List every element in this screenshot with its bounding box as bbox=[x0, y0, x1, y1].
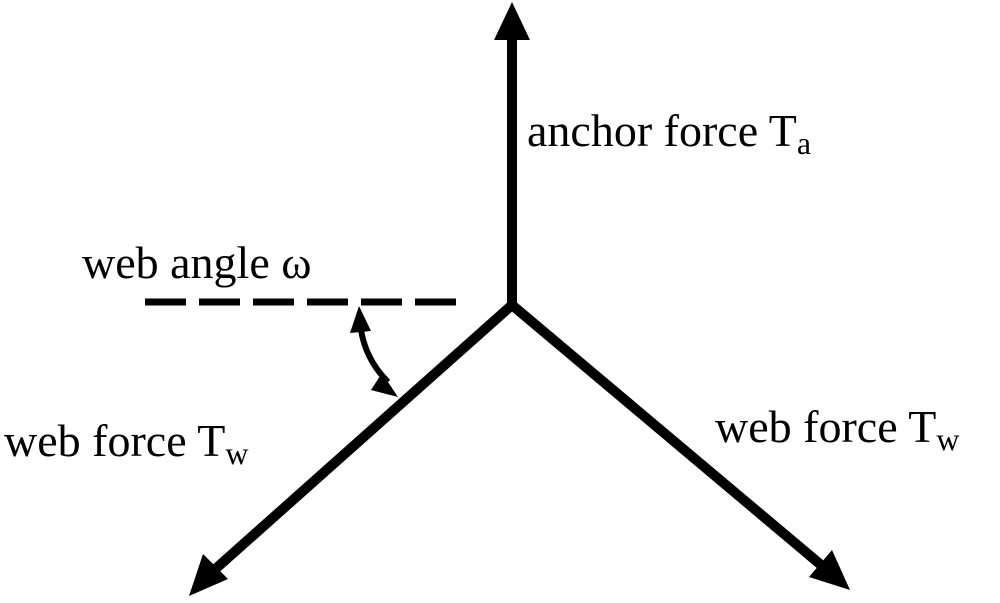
anchor-force-arrowhead bbox=[494, 2, 530, 40]
web-angle-arc-top-arrowhead bbox=[350, 306, 371, 333]
web-force-left-arrowhead bbox=[189, 554, 228, 596]
web-angle-arc bbox=[358, 329, 391, 385]
web-force-right-label: web force Tw bbox=[715, 401, 960, 457]
web-force-right-arrowhead bbox=[809, 550, 850, 590]
web-force-right-arrow-shaft bbox=[507, 300, 832, 575]
web-angle-arc-bottom-arrowhead bbox=[371, 373, 398, 397]
web-force-left-label: web force Tw bbox=[4, 415, 249, 471]
web-angle-label: web angle ω bbox=[82, 237, 312, 288]
anchor-force-label: anchor force Ta bbox=[527, 105, 812, 161]
web-force-left-arrow-shaft bbox=[207, 300, 517, 577]
